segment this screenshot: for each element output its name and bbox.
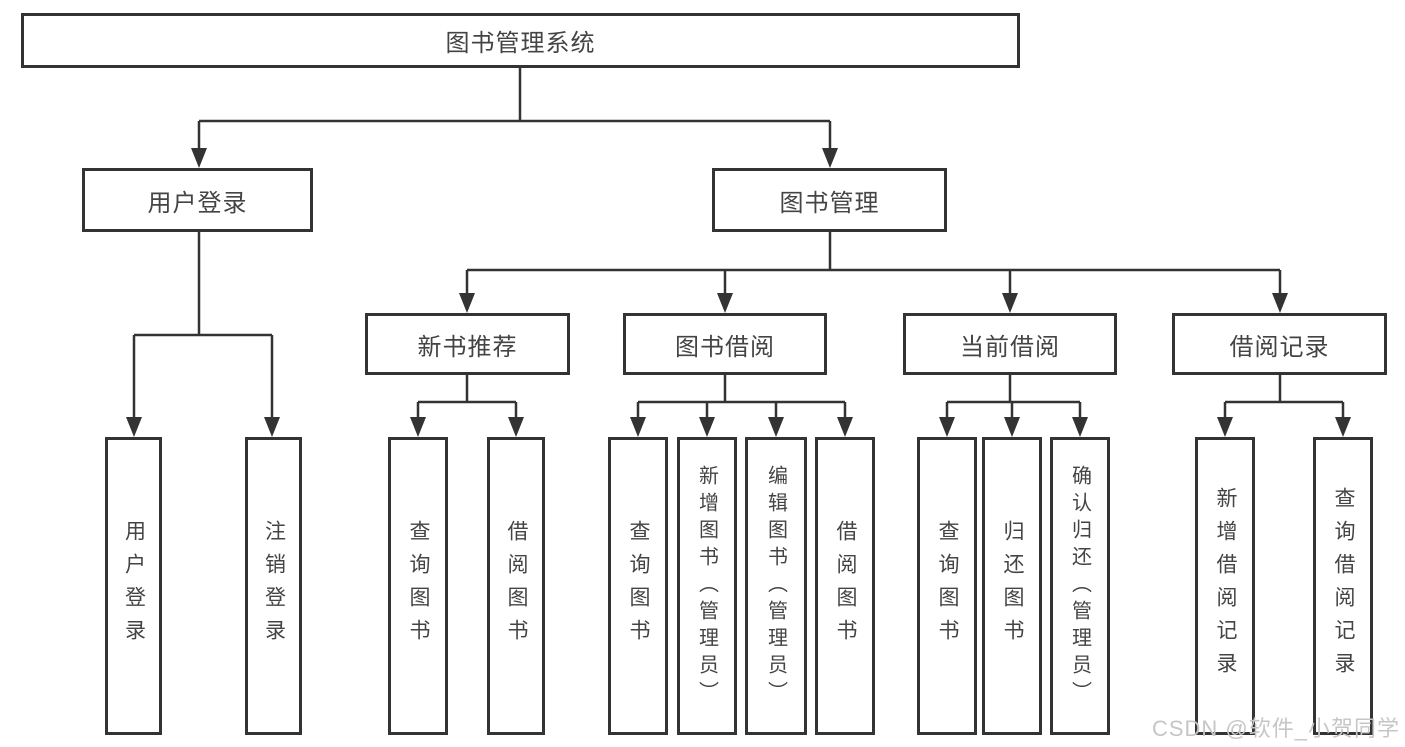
leaf-logout: 注销登录	[245, 437, 302, 735]
leaf-query-borrow-record-label: 查询借阅记录	[1332, 487, 1355, 685]
watermark: CSDN @软件_小贺同学	[1151, 716, 1400, 741]
leaf-borrow-books-recommend: 借阅图书	[487, 437, 545, 735]
leaf-query-books-current: 查询图书	[917, 437, 977, 735]
node-current-borrow-label: 当前借阅	[960, 333, 1060, 361]
leaf-user-login-label: 用户登录	[122, 520, 146, 652]
node-user-login: 用户登录	[82, 168, 313, 232]
node-new-book-recommend-label: 新书推荐	[417, 333, 518, 361]
leaf-confirm-return-admin: 确认归还（管理员）	[1050, 437, 1110, 735]
leaf-query-books-borrow: 查询图书	[608, 437, 668, 735]
leaf-query-books-current-label: 查询图书	[936, 520, 959, 652]
leaf-borrow-books-label: 借阅图书	[834, 520, 857, 652]
node-book-borrow: 图书借阅	[623, 313, 827, 375]
leaf-query-books-borrow-label: 查询图书	[627, 520, 650, 652]
leaf-return-book: 归还图书	[982, 437, 1042, 735]
node-book-management: 图书管理	[712, 168, 947, 232]
leaf-borrow-books-recommend-label: 借阅图书	[505, 520, 528, 652]
node-borrow-records-label: 借阅记录	[1229, 333, 1330, 361]
leaf-query-books-recommend-label: 查询图书	[407, 520, 430, 652]
leaf-add-book-admin-label: 新增图书（管理员）	[695, 464, 718, 708]
leaf-logout-label: 注销登录	[262, 520, 286, 652]
leaf-confirm-return-admin-label: 确认归还（管理员）	[1068, 464, 1091, 708]
node-book-management-label: 图书管理	[779, 189, 880, 217]
node-root-label: 图书管理系统	[445, 30, 596, 57]
leaf-edit-book-admin: 编辑图书（管理员）	[745, 437, 807, 735]
node-book-borrow-label: 图书借阅	[675, 333, 775, 361]
leaf-add-borrow-record-label: 新增借阅记录	[1214, 487, 1237, 685]
tree-edge-lines	[132, 68, 1345, 419]
leaf-borrow-books: 借阅图书	[815, 437, 875, 735]
node-current-borrow: 当前借阅	[903, 313, 1117, 375]
leaf-query-books-recommend: 查询图书	[388, 437, 448, 735]
node-borrow-records: 借阅记录	[1172, 313, 1387, 375]
leaf-add-book-admin: 新增图书（管理员）	[677, 437, 737, 735]
leaf-edit-book-admin-label: 编辑图书（管理员）	[764, 464, 787, 708]
node-new-book-recommend: 新书推荐	[365, 313, 570, 375]
leaf-query-borrow-record: 查询借阅记录	[1313, 437, 1373, 735]
node-root: 图书管理系统	[21, 13, 1020, 68]
leaf-user-login: 用户登录	[105, 437, 162, 735]
leaf-add-borrow-record: 新增借阅记录	[1195, 437, 1255, 735]
leaf-return-book-label: 归还图书	[1001, 520, 1024, 652]
node-user-login-label: 用户登录	[147, 189, 248, 217]
